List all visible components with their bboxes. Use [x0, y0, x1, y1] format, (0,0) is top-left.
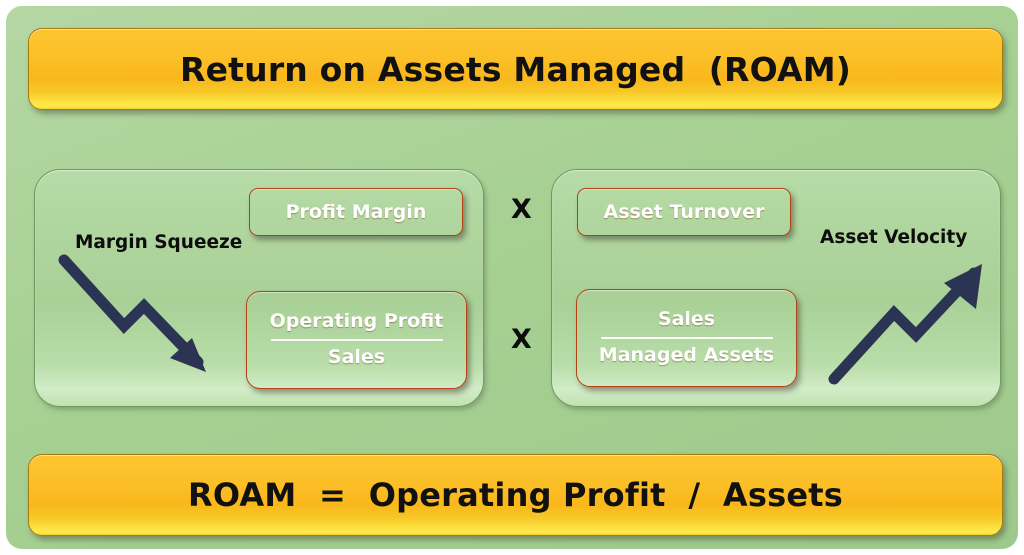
title-banner: Return on Assets Managed (ROAM): [28, 28, 1003, 110]
formula-banner: ROAM = Operating Profit / Assets: [28, 454, 1003, 536]
fraction-numerator: Sales: [657, 308, 716, 331]
fraction-sales-managed-assets: Sales Managed Assets: [577, 308, 796, 366]
right-panel-asset-turnover: [551, 169, 1001, 407]
fraction-denominator: Sales: [327, 346, 386, 368]
page-title: Return on Assets Managed (ROAM): [179, 49, 852, 89]
multiply-symbol-bottom: X: [511, 324, 532, 355]
fraction-bar: [270, 339, 443, 341]
left-panel-profit-margin: [34, 169, 484, 407]
asset-turnover-button[interactable]: Asset Turnover: [577, 188, 791, 236]
margin-squeeze-annotation: Margin Squeeze: [75, 232, 243, 253]
fraction-denominator: Managed Assets: [598, 344, 775, 366]
multiply-symbol-top: X: [511, 194, 532, 225]
asset-velocity-annotation: Asset Velocity: [820, 227, 968, 248]
arrow-up-trend-icon: [828, 264, 982, 385]
diagram-board: Return on Assets Managed (ROAM) Profit M…: [6, 6, 1018, 549]
fraction-operating-profit-sales: Operating Profit Sales: [247, 310, 466, 368]
sales-over-managed-assets-box[interactable]: Sales Managed Assets: [576, 289, 797, 387]
fraction-bar: [600, 337, 773, 339]
profit-margin-button[interactable]: Profit Margin: [249, 188, 463, 236]
asset-turnover-label: Asset Turnover: [603, 201, 765, 223]
arrow-down-trend-icon: [58, 254, 206, 372]
roam-formula-text: ROAM = Operating Profit / Assets: [187, 476, 843, 514]
fraction-numerator: Operating Profit: [269, 310, 444, 333]
profit-margin-label: Profit Margin: [285, 201, 427, 223]
operating-profit-over-sales-box[interactable]: Operating Profit Sales: [246, 291, 467, 389]
